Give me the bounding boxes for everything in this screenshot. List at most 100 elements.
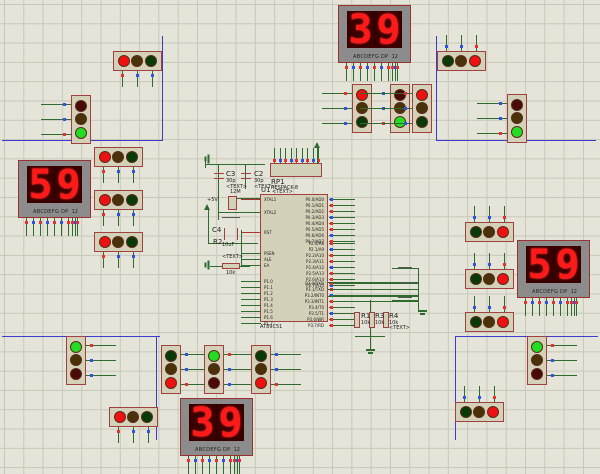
pin-wire xyxy=(118,427,119,443)
pin-wire xyxy=(547,375,577,376)
mcu-pin-wire xyxy=(329,199,355,200)
lamp-green-off xyxy=(416,116,428,129)
mcu-pin-wire xyxy=(241,323,261,324)
display-pin-wire xyxy=(388,63,389,81)
pin-marker xyxy=(306,159,309,162)
pin-marker xyxy=(330,204,333,207)
resistor-r1[interactable] xyxy=(354,312,360,328)
pin-marker xyxy=(67,221,70,224)
push-button-1[interactable] xyxy=(398,267,412,271)
traffic-light-sw-v[interactable] xyxy=(66,336,86,385)
mcu-pin-label: P3.3/INT1 xyxy=(304,299,324,304)
mcu-pin-label: P1.4 xyxy=(264,303,273,308)
pin-marker xyxy=(559,301,562,304)
lamp-green-off xyxy=(165,349,177,362)
mcu-pin-wire xyxy=(241,265,261,266)
display-common-caption: 12 xyxy=(71,209,78,215)
lamp-green-off xyxy=(441,55,454,67)
push-button-2[interactable] xyxy=(398,282,412,286)
pin-marker xyxy=(551,344,554,347)
road-edge-sw-v xyxy=(156,336,157,440)
traffic-light-north-h[interactable] xyxy=(113,51,162,71)
traffic-light-se-h[interactable] xyxy=(455,402,504,422)
display-pin-wire xyxy=(392,63,393,81)
wire xyxy=(328,289,418,290)
capacitor-c4[interactable] xyxy=(224,228,238,240)
mcu-ref: U1 xyxy=(261,186,271,194)
crystal-x1[interactable] xyxy=(228,196,237,210)
c2-ref: C2 xyxy=(254,170,264,178)
resistor-r4[interactable] xyxy=(383,312,389,328)
pin-marker xyxy=(71,221,74,224)
pin-wire xyxy=(489,206,490,222)
pin-marker xyxy=(330,254,333,257)
traffic-light-east-2[interactable] xyxy=(465,269,514,289)
mcu-pin-label: EA xyxy=(264,263,270,268)
capacitor-c3[interactable] xyxy=(214,173,224,179)
respack-rp1[interactable] xyxy=(270,163,322,177)
lamp-amber-off xyxy=(455,55,468,67)
pin-wire xyxy=(152,71,153,87)
lamp-amber-off xyxy=(131,55,144,67)
ground-symbol xyxy=(204,261,210,270)
lamp-red-on xyxy=(497,273,510,285)
c4-val: 10uF xyxy=(222,242,235,248)
traffic-light-nw-v[interactable] xyxy=(71,95,91,144)
road-edge-nw-v xyxy=(162,36,163,140)
traffic-light-south-v1[interactable] xyxy=(161,345,181,394)
display-pin-wire xyxy=(381,63,382,81)
mcu-pin-wire xyxy=(329,307,355,308)
lamp-amber-off xyxy=(75,113,87,126)
traffic-light-sw-h[interactable] xyxy=(109,407,158,427)
pin-marker xyxy=(475,45,478,48)
pin-wire xyxy=(271,384,301,385)
push-button-3[interactable] xyxy=(398,297,412,301)
traffic-light-ne-v[interactable] xyxy=(507,94,527,143)
resistor-r3[interactable] xyxy=(369,312,375,328)
traffic-light-east-1[interactable] xyxy=(465,222,514,242)
lamp-amber-off xyxy=(483,316,496,328)
mcu-pin-wire xyxy=(329,243,355,244)
pin-wire xyxy=(122,71,123,87)
pin-marker xyxy=(187,459,190,462)
traffic-light-south-v3[interactable] xyxy=(251,345,271,394)
mcu-pin-label: P1.3 xyxy=(264,297,273,302)
display-pin-wire xyxy=(188,456,189,474)
wire xyxy=(392,283,418,284)
resistor-r2[interactable] xyxy=(222,263,240,269)
traffic-light-south-v2[interactable] xyxy=(204,345,224,394)
lamp-green-on xyxy=(208,349,220,362)
pin-marker xyxy=(330,248,333,251)
pin-marker xyxy=(275,353,278,356)
crystal-val: 12M xyxy=(230,189,241,195)
pin-marker xyxy=(394,66,397,69)
traffic-light-west-3[interactable] xyxy=(94,232,143,252)
display-screen: 3 9 xyxy=(189,403,244,443)
pin-marker xyxy=(201,459,204,462)
mcu-pin-wire xyxy=(329,319,355,320)
capacitor-c2[interactable] xyxy=(241,173,251,179)
traffic-light-east-3[interactable] xyxy=(465,312,514,332)
pin-marker xyxy=(373,66,376,69)
traffic-light-north-v3[interactable] xyxy=(412,84,432,133)
traffic-light-ne-h[interactable] xyxy=(437,51,486,71)
lamp-green-off xyxy=(255,349,267,362)
traffic-light-west-1[interactable] xyxy=(94,147,143,167)
pin-wire xyxy=(103,167,104,183)
ground-symbol xyxy=(418,310,427,316)
lamp-red-on xyxy=(98,236,111,248)
pin-marker xyxy=(330,240,333,243)
pin-marker xyxy=(228,353,231,356)
pin-wire xyxy=(86,375,116,376)
pin-marker xyxy=(222,459,225,462)
pin-marker xyxy=(330,216,333,219)
pin-wire xyxy=(181,369,211,370)
pin-marker xyxy=(391,66,394,69)
traffic-light-west-2[interactable] xyxy=(94,190,143,210)
traffic-light-se-v[interactable] xyxy=(527,336,547,385)
lamp-red-on xyxy=(497,226,510,238)
mcu-pin-wire xyxy=(329,261,355,262)
reset-button[interactable] xyxy=(222,217,240,222)
mcu-pin-label: P1.1 xyxy=(264,285,273,290)
